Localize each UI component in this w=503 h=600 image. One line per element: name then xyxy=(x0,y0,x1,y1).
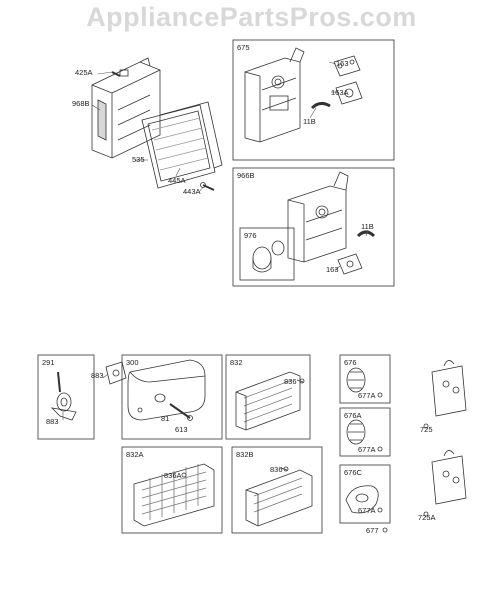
label-836A: 836A xyxy=(164,471,182,480)
label-725A: 725A xyxy=(418,513,436,522)
gasket-883-drawing xyxy=(105,361,127,385)
label-300: 300 xyxy=(126,358,139,367)
label-677A-c: 677A xyxy=(358,506,376,515)
label-836-b: 836 xyxy=(270,465,283,474)
carburetor-966B-drawing xyxy=(287,171,349,263)
air-cleaner-base-drawing xyxy=(91,57,161,159)
label-675: 675 xyxy=(237,43,250,52)
label-163A: 163A xyxy=(331,88,349,97)
label-613: 613 xyxy=(175,425,188,434)
label-832A: 832A xyxy=(126,450,144,459)
box-976 xyxy=(239,227,295,281)
hose-11B-b-drawing xyxy=(356,230,376,238)
grommet-291-drawing xyxy=(50,371,77,421)
box-300 xyxy=(121,354,223,440)
hardware-drawing xyxy=(137,378,429,533)
label-11B-a: 11B xyxy=(303,117,316,126)
deflector-676-drawing xyxy=(346,367,366,393)
label-535: 535 xyxy=(132,155,145,164)
label-976: 976 xyxy=(244,231,257,240)
gasket-163-drawing xyxy=(333,55,361,77)
deflector-676A-drawing xyxy=(346,419,366,445)
gasket-163A-drawing xyxy=(335,81,363,105)
muffler-300-drawing xyxy=(127,359,206,421)
label-445A: 445A xyxy=(168,176,186,185)
muffler-guard-832-drawing xyxy=(235,371,301,431)
primer-976-drawing xyxy=(252,240,285,273)
label-968B: 968B xyxy=(72,99,90,108)
label-832: 832 xyxy=(230,358,243,367)
label-677A-b: 677A xyxy=(358,445,376,454)
air-filter-drawing xyxy=(141,101,223,189)
label-291: 291 xyxy=(42,358,55,367)
label-676C: 676C xyxy=(344,468,363,477)
labels: 425A 968B 535 445A 443A 675 163 163A 11B… xyxy=(42,43,436,535)
label-836-a: 836 xyxy=(284,377,297,386)
label-676: 676 xyxy=(344,358,357,367)
label-11B-b: 11B xyxy=(361,222,374,231)
plate-725-drawing xyxy=(431,360,467,417)
muffler-guard-832B-drawing xyxy=(245,469,313,527)
label-883-b: 883 xyxy=(46,417,59,426)
muffler-guard-832A-drawing xyxy=(133,463,215,527)
deflector-676C-drawing xyxy=(345,485,379,514)
label-163-b: 163 xyxy=(326,265,339,274)
label-966B: 966B xyxy=(237,171,255,180)
box-676 xyxy=(339,354,391,404)
screw-drawing xyxy=(111,71,215,191)
hose-11B-drawing xyxy=(310,101,331,110)
label-81: 81 xyxy=(161,414,169,423)
label-832B: 832B xyxy=(236,450,254,459)
gasket-163-b-drawing xyxy=(337,253,363,275)
box-832B xyxy=(231,446,323,534)
label-725: 725 xyxy=(420,425,433,434)
plate-725A-drawing xyxy=(431,450,467,505)
box-676A xyxy=(339,407,391,457)
box-966B xyxy=(232,167,395,287)
label-676A: 676A xyxy=(344,411,362,420)
label-163-a: 163 xyxy=(336,59,349,68)
label-677A-a: 677A xyxy=(358,391,376,400)
box-675 xyxy=(232,39,395,161)
watermark: AppliancePartsPros.com xyxy=(86,2,417,32)
box-832 xyxy=(225,354,311,440)
label-425A: 425A xyxy=(75,68,93,77)
label-677: 677 xyxy=(366,526,379,535)
box-291 xyxy=(37,354,95,440)
box-832A xyxy=(121,446,223,534)
carburetor-675-drawing xyxy=(244,47,305,143)
label-883-a: 883 xyxy=(91,371,104,380)
label-443A: 443A xyxy=(183,187,201,196)
leader-lines xyxy=(62,61,369,420)
box-676C xyxy=(339,464,391,524)
